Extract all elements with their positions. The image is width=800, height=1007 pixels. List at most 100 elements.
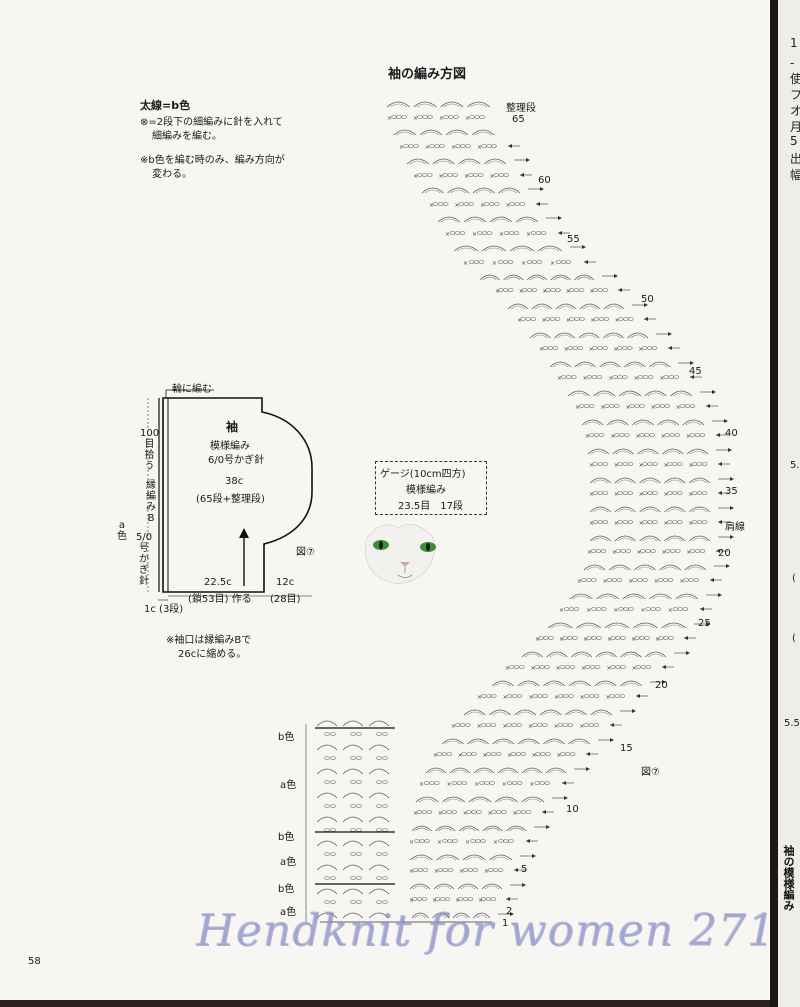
chart-stitch xyxy=(530,276,544,281)
chart-stitch: × xyxy=(614,462,619,469)
chart-stitch xyxy=(450,189,467,194)
chart-stitch xyxy=(675,549,681,553)
chart-stitch xyxy=(699,433,706,437)
chart-stitch xyxy=(543,636,549,640)
row-arrow xyxy=(506,897,510,901)
chart-stitch xyxy=(439,856,457,861)
chart-stitch: × xyxy=(589,346,594,353)
chart-stitch xyxy=(591,636,597,640)
chart-stitch xyxy=(647,392,664,397)
chart-stitch: × xyxy=(688,462,693,469)
chart-stitch xyxy=(614,535,636,542)
chart-stitch xyxy=(662,448,684,455)
chart-stitch xyxy=(572,346,578,350)
chart-stitch xyxy=(634,564,656,571)
row-arrow xyxy=(686,651,690,655)
chart-stitch: × xyxy=(615,317,620,324)
chart-stitch xyxy=(519,202,525,206)
chart-stitch xyxy=(534,305,550,310)
row-arrow xyxy=(662,665,666,669)
chart-stitch: × xyxy=(477,694,482,701)
chart-stitch xyxy=(597,462,604,466)
chart-stitch xyxy=(489,216,513,223)
chart-stitch xyxy=(471,129,495,136)
chart-stitch xyxy=(677,520,683,524)
chart-stitch: × xyxy=(495,288,500,295)
chart-stitch xyxy=(503,173,509,177)
cuff-stitch xyxy=(324,804,330,808)
chart-stitch xyxy=(497,260,504,264)
chart-stitch: × xyxy=(529,781,534,788)
cuff-stitch xyxy=(368,744,390,751)
chart-stitch xyxy=(634,404,640,408)
chart-stitch xyxy=(645,607,651,611)
row-arrow xyxy=(718,491,722,495)
chart-stitch xyxy=(489,202,495,206)
chart-stitch xyxy=(606,334,621,339)
chart-stitch xyxy=(453,115,459,119)
chart-stitch xyxy=(443,115,449,119)
chart-stitch xyxy=(563,694,569,698)
chart-stitch xyxy=(640,450,656,455)
row-arrow xyxy=(718,593,722,597)
chart-stitch xyxy=(461,781,468,785)
chart-stitch xyxy=(614,477,636,484)
chart-stitch xyxy=(670,390,693,397)
chart-stitch xyxy=(415,796,439,803)
chart-stitch: × xyxy=(585,433,590,440)
chart-stitch xyxy=(509,245,535,252)
cuff-stitch xyxy=(342,816,364,823)
chart-stitch xyxy=(474,131,492,136)
next-side-1: ( xyxy=(792,573,796,584)
chart-stitch xyxy=(515,216,539,223)
chart-stitch: × xyxy=(502,781,507,788)
chart-stitch xyxy=(592,537,608,542)
cuff-stitch xyxy=(330,780,336,784)
chart-stitch xyxy=(507,260,514,264)
chart-stitch xyxy=(473,173,479,177)
gauge-pattern: 模様編み xyxy=(406,485,446,496)
chart-stitch: × xyxy=(589,520,594,527)
chart-stitch xyxy=(637,566,653,571)
chart-stitch xyxy=(591,607,597,611)
chart-stitch xyxy=(595,549,602,553)
chart-stitch xyxy=(481,144,487,148)
chart-stitch xyxy=(606,419,629,426)
chart-stitch xyxy=(491,694,497,698)
chart-stitch: × xyxy=(605,694,610,701)
next-char-7: 出 xyxy=(790,152,800,166)
chart-label-shoulder: 肩線 xyxy=(725,522,745,533)
chart-stitch: × xyxy=(493,839,498,846)
row-arrow xyxy=(712,390,716,394)
chart-stitch xyxy=(684,564,707,571)
cuff-stitch xyxy=(342,792,364,799)
chart-stitch xyxy=(647,520,653,524)
chart-stitch xyxy=(682,607,689,611)
chart-stitch xyxy=(547,346,554,350)
chart-stitch: × xyxy=(463,810,468,817)
chart-stitch xyxy=(632,578,638,582)
cuff-stitch xyxy=(330,876,336,880)
chart-stitch xyxy=(442,796,466,803)
chart-stitch xyxy=(458,825,480,832)
chart-stitch xyxy=(564,752,571,756)
cuff-stitch xyxy=(382,804,388,808)
row-arrow xyxy=(730,477,734,481)
chart-stitch xyxy=(627,363,643,368)
chart-stitch xyxy=(664,477,686,484)
chart-stitch: × xyxy=(528,723,533,730)
chart-stitch: × xyxy=(577,578,582,585)
chart-stitch xyxy=(602,462,609,466)
chart-stitch xyxy=(688,578,694,582)
chart-stitch xyxy=(411,912,429,919)
chart-stitch xyxy=(452,912,470,919)
chart-stitch xyxy=(510,305,526,310)
chart-stitch xyxy=(622,520,628,524)
chart-stitch xyxy=(471,810,477,814)
chart-stitch xyxy=(466,711,483,716)
chart-stitch xyxy=(574,274,595,281)
chart-stitch xyxy=(571,682,588,687)
chart-stitch xyxy=(508,839,514,843)
chart-stitch: × xyxy=(603,578,608,585)
chart-stitch xyxy=(661,622,687,629)
